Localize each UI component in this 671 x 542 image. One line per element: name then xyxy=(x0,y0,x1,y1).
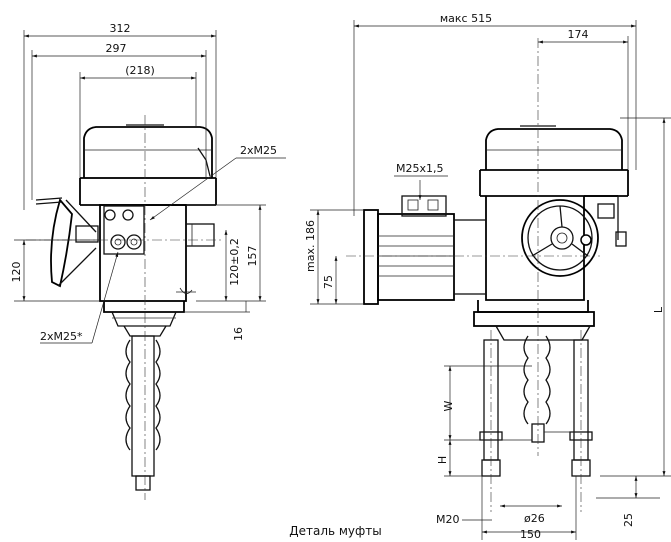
dim-max186: max. 186 xyxy=(304,220,317,272)
dim-120: 120 xyxy=(10,262,23,283)
left-right-dimensions: 120±0,2 157 16 xyxy=(184,204,266,341)
right-motor xyxy=(363,180,487,305)
right-bottom-dimensions: M20 ø26 150 25 xyxy=(436,476,660,541)
callout-2xm25: 2xM25 xyxy=(240,144,277,157)
dim-75: 75 xyxy=(322,275,335,289)
dim-h: H xyxy=(436,456,449,464)
right-actuator-cover xyxy=(479,125,629,197)
dim-m20: M20 xyxy=(436,513,460,526)
left-gearbox-body xyxy=(99,204,215,302)
right-side-dimension-l: L xyxy=(600,117,671,477)
right-handwheel xyxy=(521,199,599,277)
left-view: 312 297 (218) 120 120±0,2 157 xyxy=(10,22,286,500)
left-coupling-stem xyxy=(103,301,185,491)
dim-515: макс 515 xyxy=(440,12,492,25)
callout-m25x15: M25x1,5 xyxy=(396,162,444,175)
right-wh-dimensions: W H xyxy=(436,365,532,477)
right-top-dimensions: макс 515 174 xyxy=(353,12,637,216)
dim-120-tol: 120±0,2 xyxy=(228,238,241,286)
dim-16: 16 xyxy=(232,327,245,341)
left-top-dimensions: 312 297 (218) xyxy=(23,22,217,210)
dim-150: 150 xyxy=(520,528,541,541)
left-callouts: 2xM25 2xM25* xyxy=(40,144,286,344)
dim-26: ø26 xyxy=(524,512,545,525)
dim-157: 157 xyxy=(246,246,259,267)
left-actuator-cover xyxy=(79,124,217,206)
right-gearbox-body xyxy=(477,195,627,313)
dim-174: 174 xyxy=(568,28,589,41)
callout-2xm25-star: 2xM25* xyxy=(40,330,83,343)
dim-25: 25 xyxy=(622,513,635,527)
dim-312: 312 xyxy=(110,22,131,35)
left-handwheel xyxy=(35,197,99,288)
left-side-dimensions: 120 xyxy=(10,239,100,302)
right-view: макс 515 174 M25x1,5 max. 186 75 L xyxy=(304,12,671,541)
dim-w: W xyxy=(442,400,455,411)
right-left-dimensions: max. 186 75 xyxy=(304,209,364,305)
dim-297: 297 xyxy=(106,42,127,55)
caption: Деталь муфты xyxy=(289,524,382,538)
dim-l: L xyxy=(652,306,665,313)
right-mount-and-pillars xyxy=(473,311,595,477)
dim-218: (218) xyxy=(125,64,155,77)
